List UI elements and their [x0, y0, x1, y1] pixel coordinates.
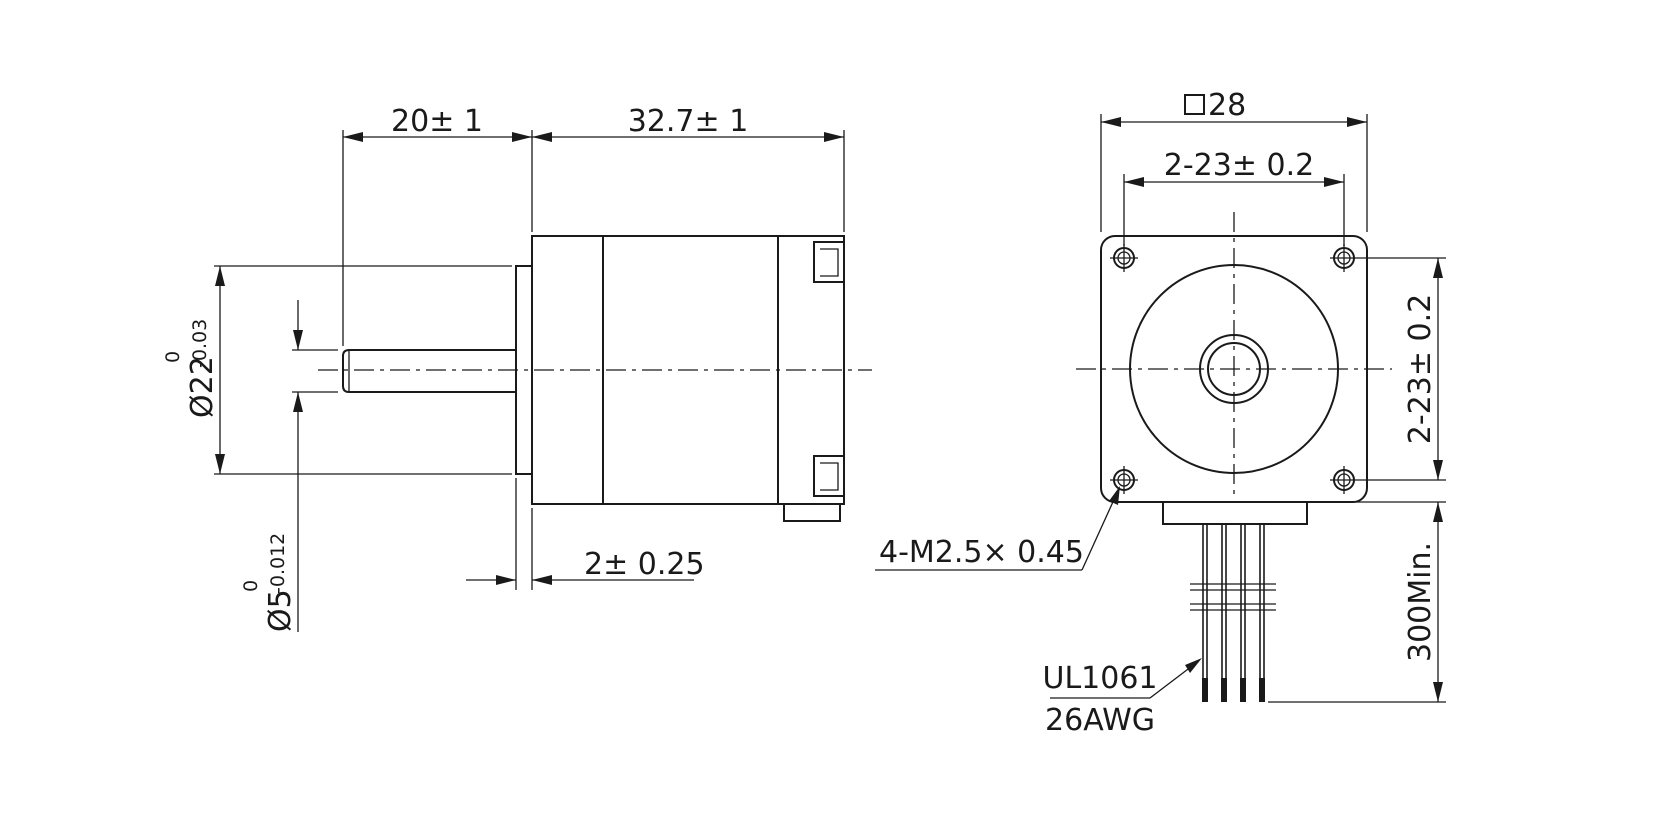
svg-text:0: 0 [162, 351, 184, 363]
square-symbol-icon [1184, 94, 1205, 115]
svg-text:-0.03: -0.03 [189, 319, 211, 368]
lead-exit-block [1162, 501, 1308, 525]
mounting-hole [1330, 244, 1358, 272]
svg-text:2-23± 0.2: 2-23± 0.2 [1403, 294, 1438, 444]
lead-wires [1190, 524, 1276, 702]
svg-text:Ø5: Ø5 [263, 589, 298, 632]
pilot-height-label: 2± 0.25 [584, 547, 705, 582]
hole-spacing-vertical-label: 2-23± 0.2 [1403, 294, 1438, 444]
body-length-label: 32.7± 1 [628, 104, 749, 139]
mounting-holes-label: 4-M2.5× 0.45 [879, 535, 1084, 570]
mounting-hole [1110, 466, 1138, 494]
svg-text:300Min.: 300Min. [1403, 542, 1438, 662]
wire-type-label: UL1061 [1042, 661, 1157, 696]
svg-text:Ø22: Ø22 [185, 356, 220, 418]
side-view: 20± 1 32.7± 1 Ø22 0 -0.03 Ø5 0 -0.012 2±… [162, 104, 872, 632]
pilot-diameter-label: Ø22 0 -0.03 [162, 319, 220, 418]
connector-tab-bottom [813, 455, 844, 497]
mounting-hole [1330, 466, 1358, 494]
svg-text:-0.012: -0.012 [267, 533, 289, 594]
lead-length-label: 300Min. [1403, 542, 1438, 662]
shaft [342, 349, 516, 393]
shaft-length-label: 20± 1 [391, 104, 483, 139]
lead-exit-block [783, 503, 841, 522]
svg-text:0: 0 [240, 580, 262, 592]
front-view: 28 2-23± 0.2 2-23± 0.2 300Min. 4-M2.5× 0… [875, 88, 1446, 738]
square-size-label: 28 [1208, 88, 1246, 123]
connector-tab-top [813, 241, 844, 283]
shaft-diameter-label: Ø5 0 -0.012 [240, 533, 298, 632]
hole-spacing-horizontal-label: 2-23± 0.2 [1164, 148, 1314, 183]
wire-gauge-label: 26AWG [1045, 703, 1155, 738]
mounting-hole [1110, 244, 1138, 272]
